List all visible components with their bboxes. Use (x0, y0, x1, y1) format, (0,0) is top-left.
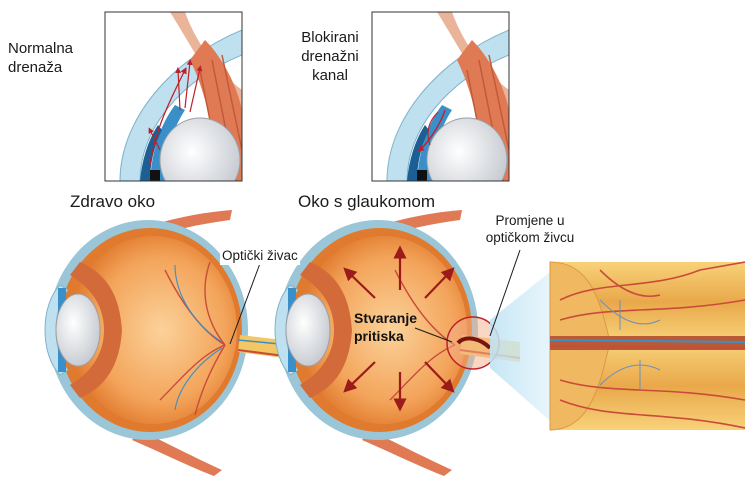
normal-drainage-line-1: Normalna (8, 40, 98, 59)
glaucoma-eye-title: Oko s glaukomom (298, 191, 435, 212)
blocked-drainage-line-1: Blokirani (290, 29, 370, 48)
normal-drainage-panel (105, 12, 242, 202)
blocked-drainage-label: Blokirani drenažni kanal (290, 29, 370, 85)
blocked-drainage-panel (372, 12, 509, 202)
healthy-eye-title: Zdravo oko (70, 191, 155, 212)
magnified-optic-nerve (490, 262, 745, 430)
normal-drainage-line-2: drenaža (8, 59, 98, 78)
normal-drainage-label: Normalna drenaža (8, 40, 98, 78)
blocked-drainage-line-3: kanal (290, 67, 370, 86)
optic-nerve-changes-label: Promjene u optičkom živcu (470, 213, 590, 247)
blocked-drainage-line-2: drenažni (290, 48, 370, 67)
optic-nerve-label: Optički živac (220, 248, 300, 265)
pressure-build-label: Stvaranje pritiska (354, 309, 434, 345)
